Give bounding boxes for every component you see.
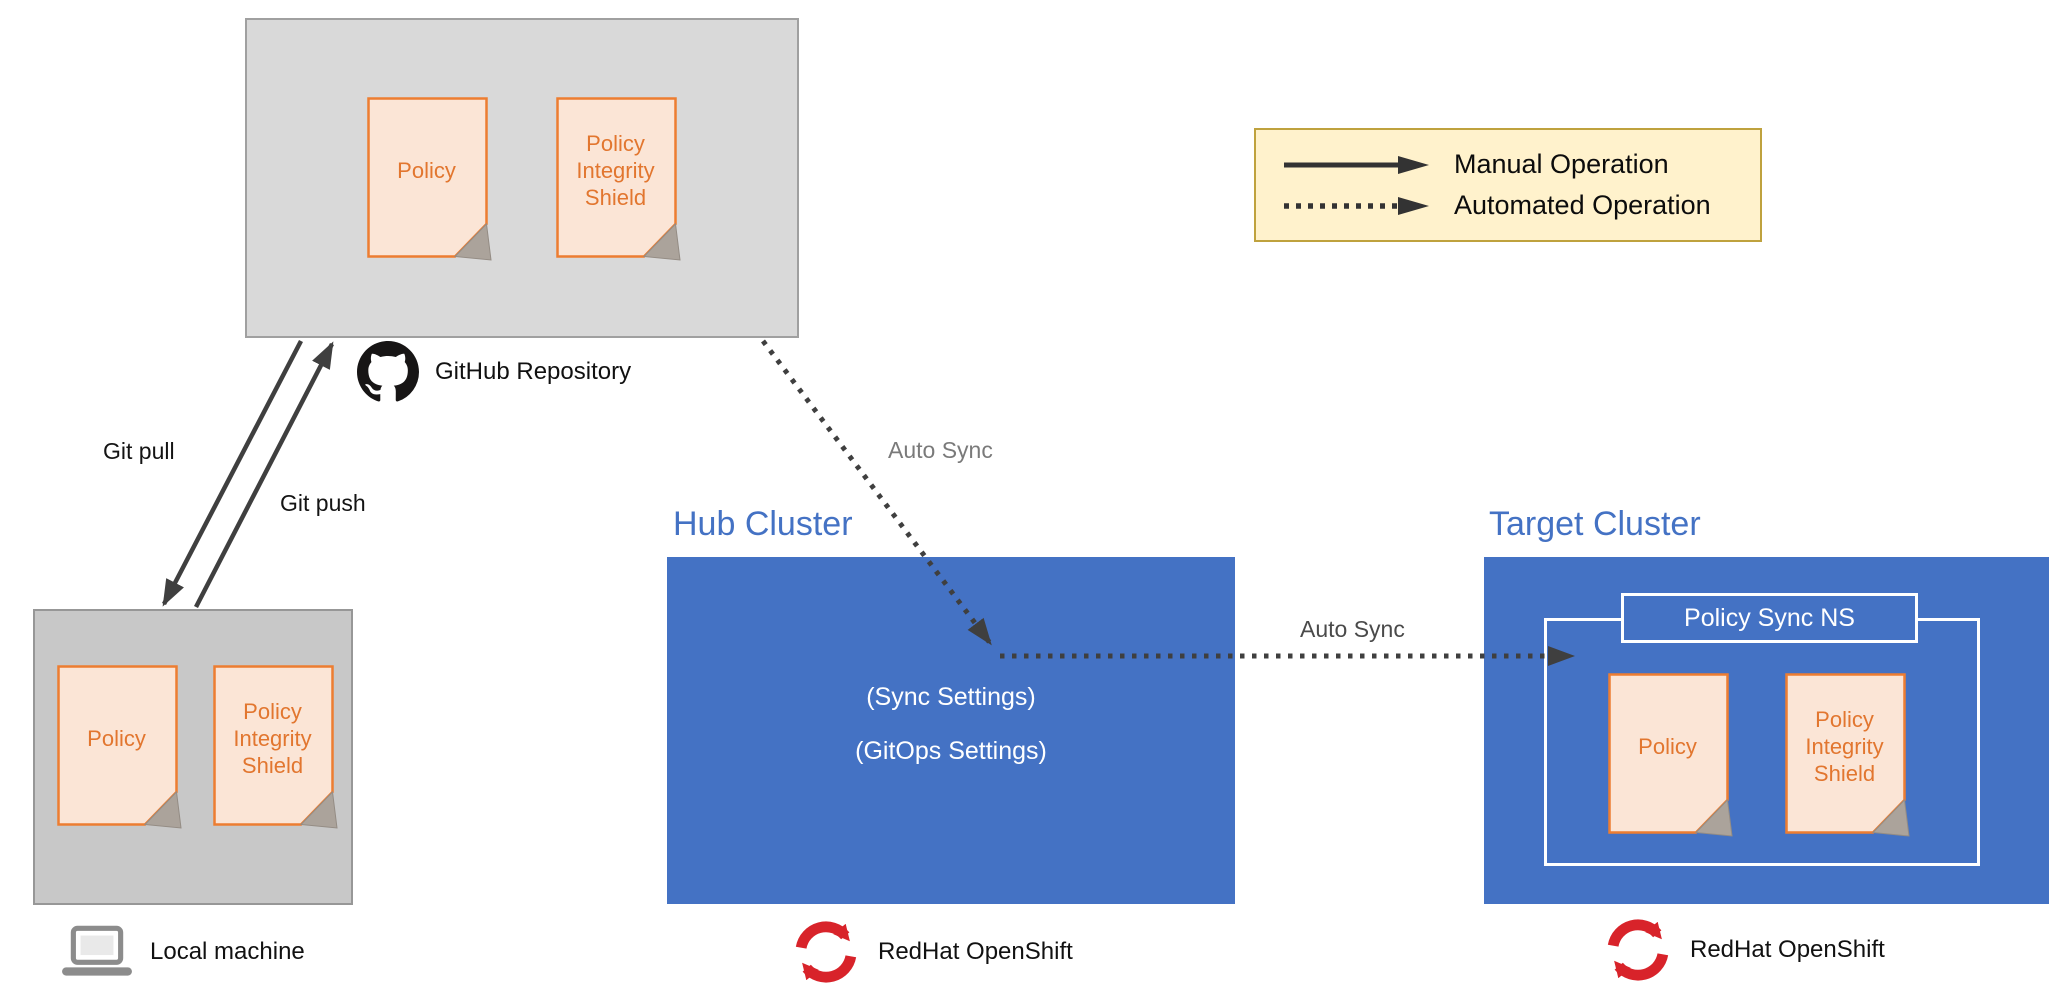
local-machine-caption-row: Local machine <box>60 925 305 979</box>
document-icon <box>367 97 492 261</box>
git-pull-label: Git pull <box>103 438 175 464</box>
dashed-arrow-icon <box>1284 196 1429 215</box>
hub-cluster-title: Hub Cluster <box>673 505 853 543</box>
sync-settings-text: (Sync Settings) <box>866 683 1036 711</box>
legend-row-manual: Manual Operation <box>1282 149 1734 180</box>
policy-doc: Policy <box>57 665 182 829</box>
laptop-icon <box>62 925 132 976</box>
doc-label: Policy Integrity Shield <box>1805 707 1884 786</box>
policy-integrity-shield-doc: Policy Integrity Shield <box>1785 673 1910 837</box>
document-icon <box>556 97 681 261</box>
legend-automated-label: Automated Operation <box>1454 190 1711 220</box>
git-push-label: Git push <box>280 490 366 516</box>
document-icon <box>1785 673 1910 837</box>
document-icon <box>213 665 338 829</box>
document-icon <box>57 665 182 829</box>
legend-manual-label: Manual Operation <box>1454 149 1669 179</box>
target-cluster-title: Target Cluster <box>1489 505 1701 543</box>
auto-sync-hub-label: Auto Sync <box>888 437 993 463</box>
github-caption: GitHub Repository <box>435 358 632 385</box>
hub-caption-row: RedHat OpenShift <box>790 916 1073 988</box>
gitops-settings-text: (GitOps Settings) <box>855 737 1047 765</box>
policy-sync-ns-label: Policy Sync NS <box>1684 603 1855 632</box>
target-caption-row: RedHat OpenShift <box>1602 914 1885 986</box>
document-icon <box>1608 673 1733 837</box>
github-repo-box: Policy Policy Integrity Shield <box>245 18 799 338</box>
openshift-icon <box>795 921 857 983</box>
hub-cluster-box: (Sync Settings) (GitOps Settings) <box>667 557 1235 904</box>
git-pull-arrow <box>162 339 303 607</box>
policy-integrity-shield-doc: Policy Integrity Shield <box>556 97 681 261</box>
solid-arrow-icon <box>1284 155 1429 174</box>
legend-row-automated: Automated Operation <box>1282 190 1734 221</box>
github-icon <box>357 341 419 402</box>
policy-doc: Policy <box>367 97 492 261</box>
local-machine-box: Policy Policy Integrity Shield <box>33 609 353 905</box>
hub-openshift-caption: RedHat OpenShift <box>878 938 1073 965</box>
auto-sync-target-label: Auto Sync <box>1300 616 1405 642</box>
doc-label: Policy Integrity Shield <box>576 131 655 210</box>
openshift-icon <box>1607 919 1669 981</box>
policy-sync-ns-title: Policy Sync NS <box>1621 593 1918 643</box>
policy-integrity-shield-doc: Policy Integrity Shield <box>213 665 338 829</box>
github-caption-row: GitHub Repository <box>357 341 631 403</box>
doc-label: Policy Integrity Shield <box>233 699 312 778</box>
doc-label: Policy <box>87 726 146 752</box>
local-machine-caption: Local machine <box>150 938 305 965</box>
target-openshift-caption: RedHat OpenShift <box>1690 936 1885 963</box>
git-push-arrow <box>194 341 334 609</box>
doc-label: Policy <box>397 158 456 184</box>
policy-doc: Policy <box>1608 673 1733 837</box>
doc-label: Policy <box>1638 734 1697 760</box>
legend: Manual Operation Automated Operation <box>1254 128 1762 242</box>
